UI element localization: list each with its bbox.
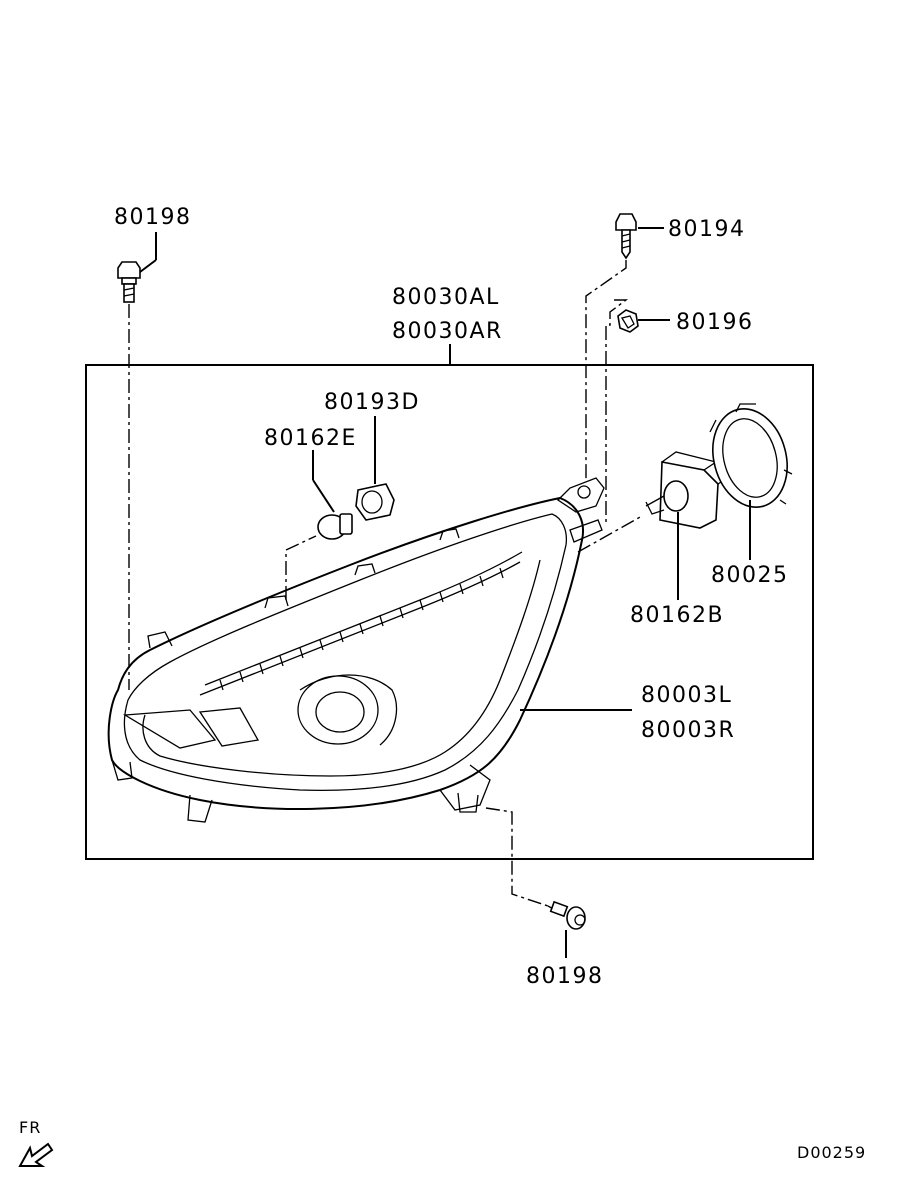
label-80196: 80196: [676, 310, 754, 335]
label-80194: 80194: [668, 217, 746, 242]
installation-lines: [128, 260, 643, 907]
label-80003l: 80003L: [641, 683, 732, 708]
label-80193d: 80193D: [324, 390, 420, 415]
bolt-bottom: [547, 900, 586, 930]
label-80030al: 80030AL: [392, 285, 500, 310]
bolt-top-left: [117, 261, 141, 303]
retaining-ring: [709, 403, 793, 508]
bulb-socket: [355, 483, 395, 521]
label-80198-bottom: 80198: [526, 964, 604, 989]
small-bulb: [317, 513, 353, 540]
direction-label: FR: [19, 1118, 41, 1137]
label-80162e: 80162E: [264, 426, 357, 451]
leader-lines: [139, 227, 751, 958]
nut: [617, 309, 639, 333]
headlamp-housing: [107, 477, 605, 823]
front-direction-arrow-icon: [18, 1142, 54, 1167]
screw-top: [615, 213, 637, 260]
label-80162b: 80162B: [630, 603, 724, 628]
label-80003r: 80003R: [641, 718, 735, 743]
label-80030ar: 80030AR: [392, 319, 503, 344]
label-80025: 80025: [711, 563, 789, 588]
label-80198-top: 80198: [114, 205, 192, 230]
diagram-code: D00259: [797, 1143, 866, 1162]
